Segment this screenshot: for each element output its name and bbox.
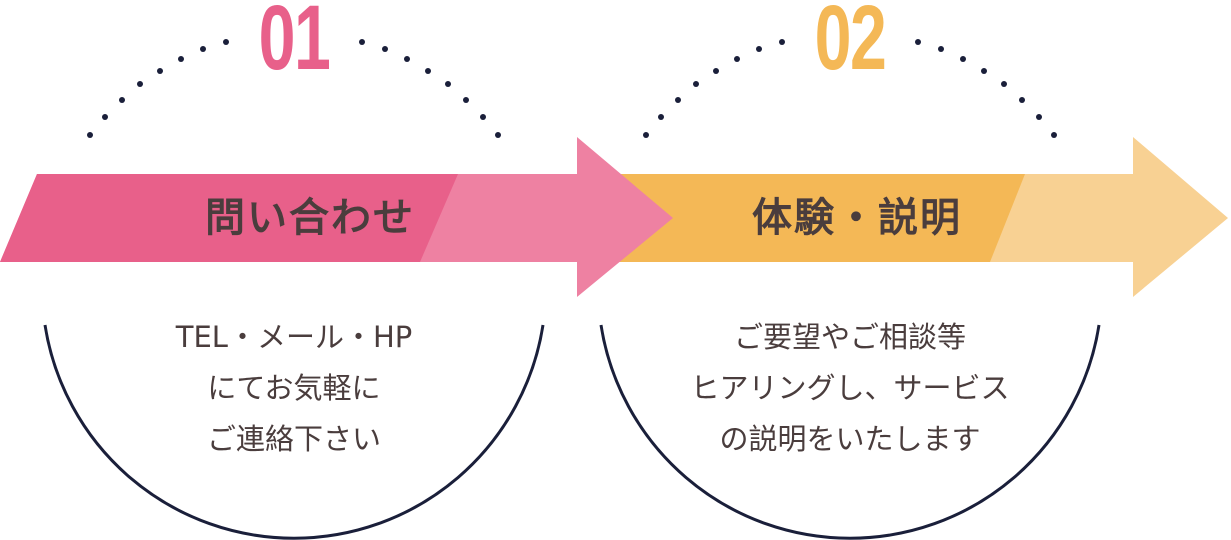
arc-dot bbox=[675, 97, 681, 103]
step-2-description: ご要望やご相談等 ヒアリングし、サービス の説明をいたします bbox=[630, 312, 1070, 465]
description-line: の説明をいたします bbox=[719, 422, 981, 456]
step-1-number: 01 bbox=[258, 0, 331, 89]
arc-dot bbox=[915, 39, 921, 45]
semicircle-step-1 bbox=[43, 324, 545, 540]
description-line: ご要望やご相談等 bbox=[733, 320, 966, 354]
arrow-step-1-dark bbox=[0, 174, 458, 262]
step-2-number: 02 bbox=[814, 0, 887, 89]
arc-dot bbox=[102, 114, 108, 120]
description-line: にてお気軽に bbox=[207, 371, 381, 405]
arc-dot bbox=[938, 46, 944, 52]
arc-dot bbox=[693, 81, 699, 87]
arc-dot bbox=[1001, 81, 1007, 87]
arc-dot bbox=[87, 132, 93, 138]
arc-dot bbox=[643, 132, 649, 138]
arc-dot bbox=[960, 56, 966, 62]
arc-dot bbox=[480, 114, 486, 120]
arc-dot bbox=[137, 81, 143, 87]
arc-dot bbox=[1051, 132, 1057, 138]
arc-dot bbox=[779, 39, 785, 45]
step-2-title: 体験・説明 bbox=[752, 195, 962, 241]
arc-dot bbox=[495, 132, 501, 138]
arc-dot bbox=[178, 56, 184, 62]
step-1-title: 問い合わせ bbox=[205, 195, 415, 241]
arc-dot bbox=[713, 68, 719, 74]
dotted-arc-step-1 bbox=[87, 39, 501, 138]
arc-dot bbox=[445, 81, 451, 87]
arc-dot bbox=[157, 68, 163, 74]
arc-dot bbox=[734, 56, 740, 62]
arc-dot bbox=[119, 97, 125, 103]
arc-dot bbox=[981, 68, 987, 74]
step-1-description: TEL・メール・HP にてお気軽に ご連絡下さい bbox=[74, 312, 514, 465]
arc-dot bbox=[382, 46, 388, 52]
arrow-step-2-dark bbox=[600, 174, 1025, 262]
arc-dot bbox=[404, 56, 410, 62]
arc-dot bbox=[658, 114, 664, 120]
arc-dot bbox=[1036, 114, 1042, 120]
description-line: ご連絡下さい bbox=[206, 422, 381, 456]
description-line: ヒアリングし、サービス bbox=[690, 371, 1010, 405]
arc-dot bbox=[1019, 97, 1025, 103]
arc-dot bbox=[359, 39, 365, 45]
arc-dot bbox=[425, 68, 431, 74]
arc-dot bbox=[463, 97, 469, 103]
arc-dot bbox=[223, 39, 229, 45]
description-line: TEL・メール・HP bbox=[175, 320, 413, 354]
semicircle-step-2 bbox=[599, 324, 1101, 540]
arc-dot bbox=[756, 46, 762, 52]
arc-dot bbox=[200, 46, 206, 52]
dotted-arc-step-2 bbox=[643, 39, 1057, 138]
